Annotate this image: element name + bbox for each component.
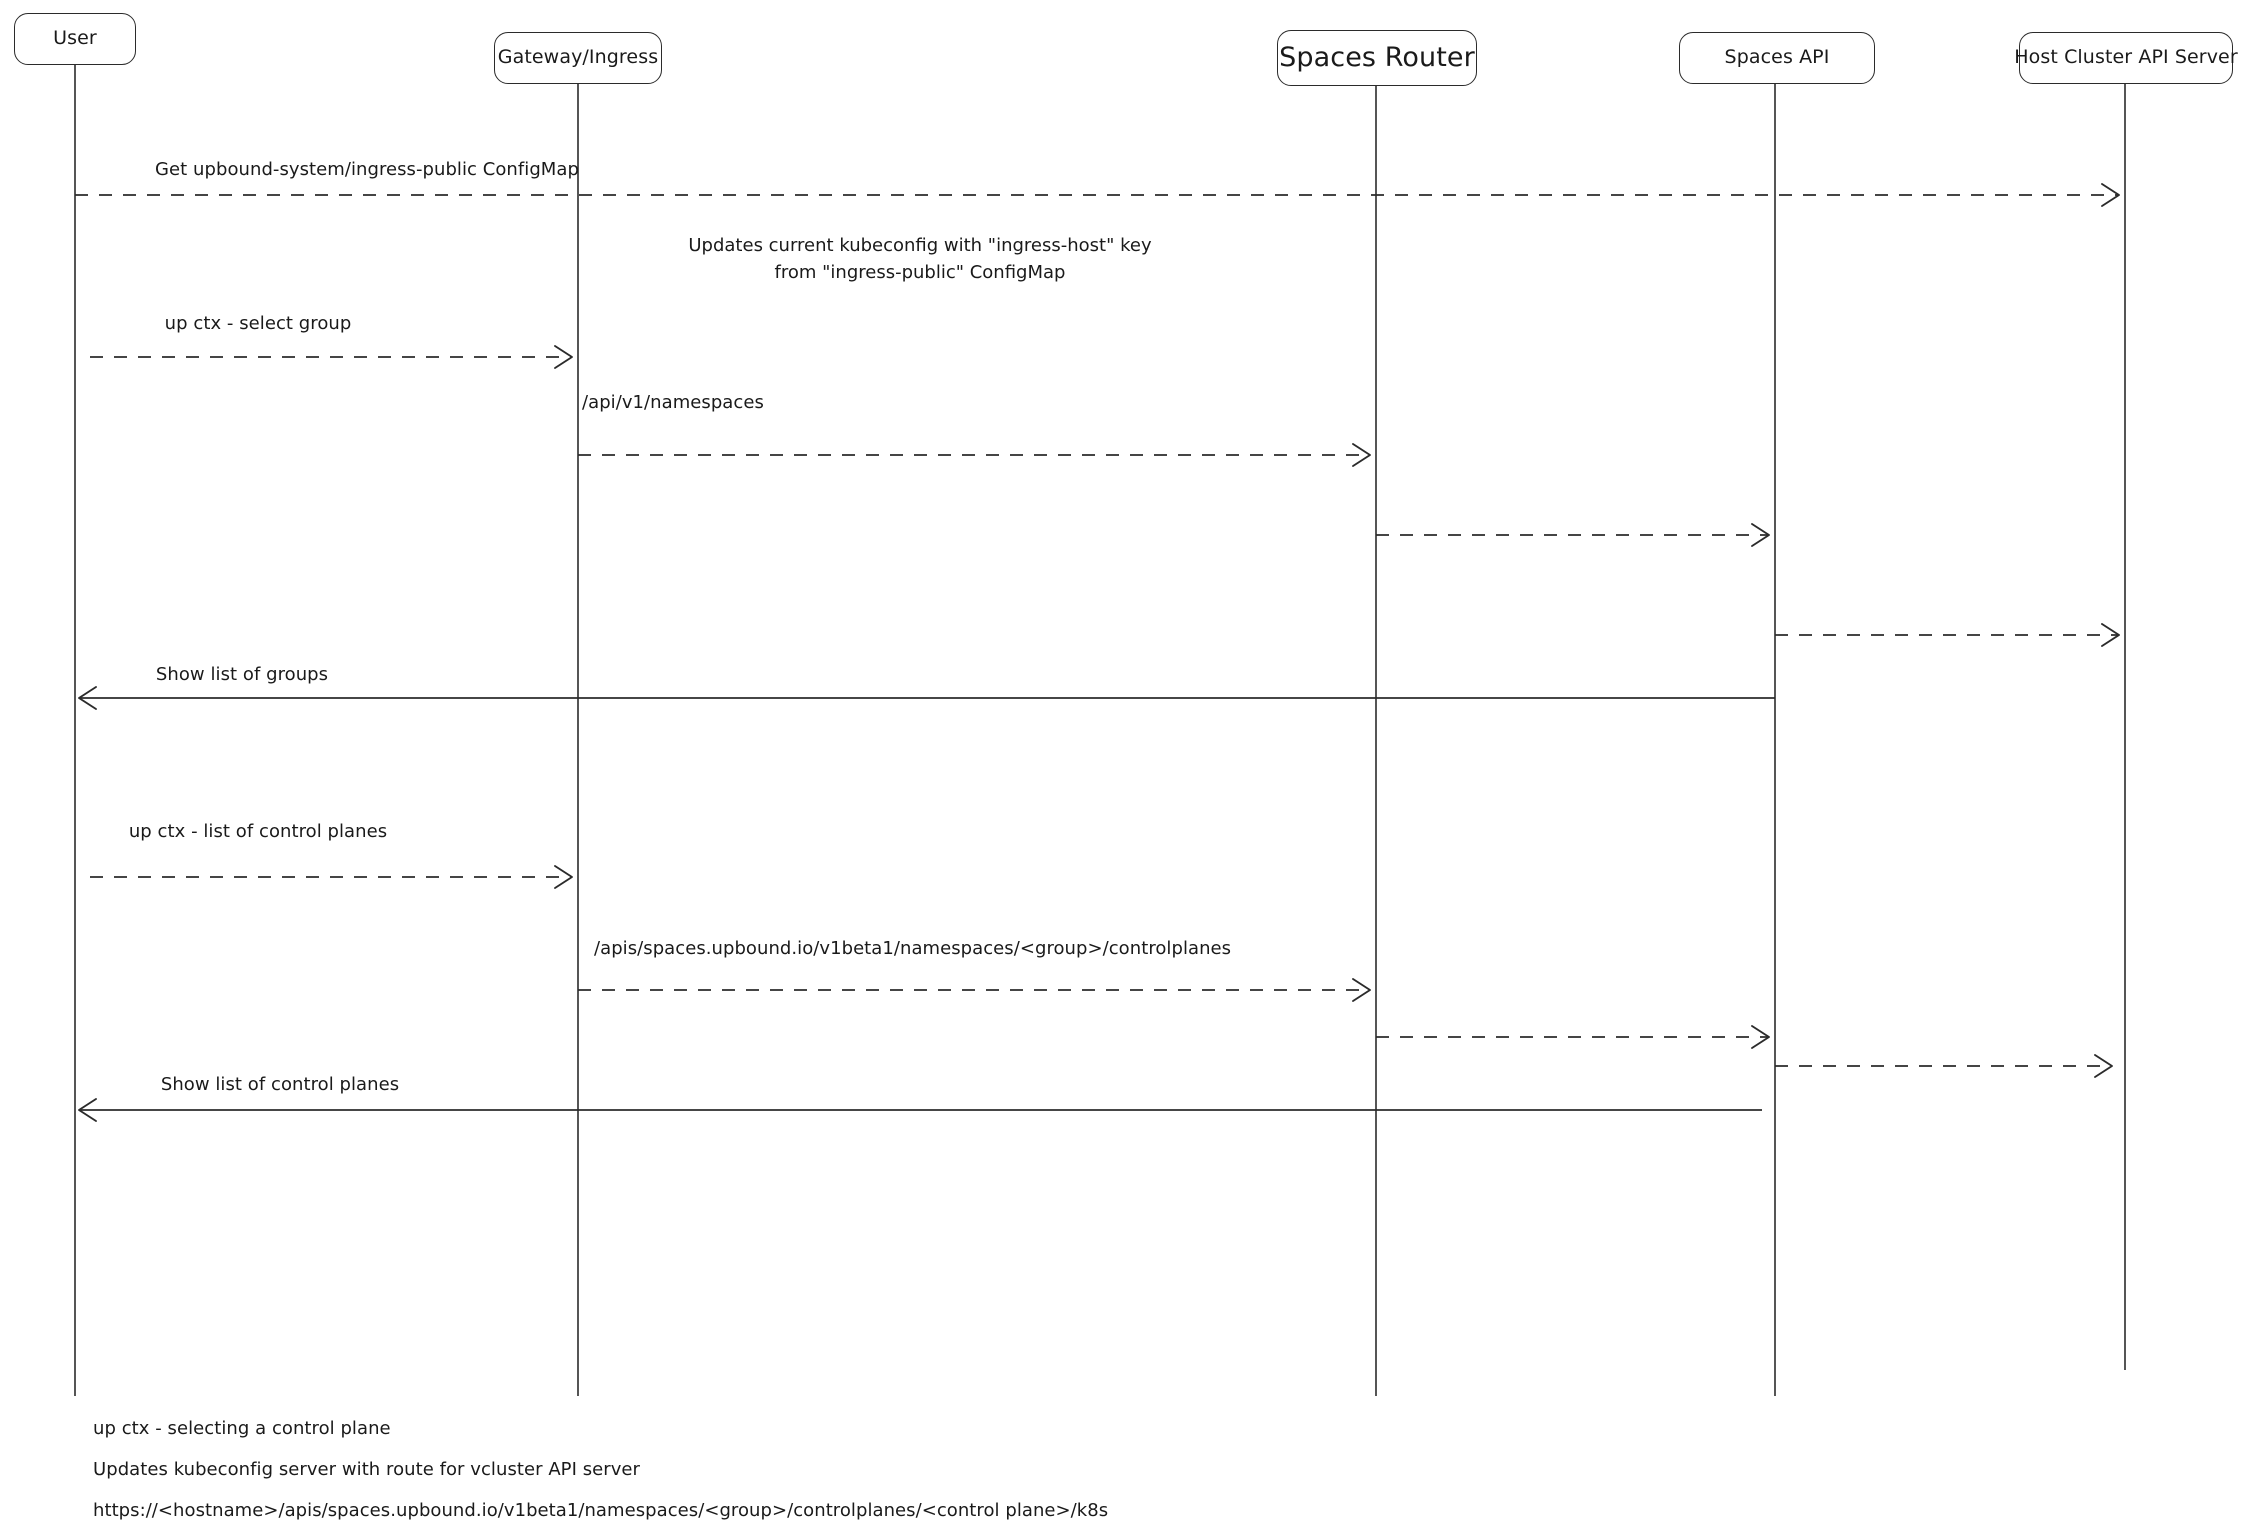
messages-group xyxy=(75,183,2120,1122)
participant-box-user[interactable]: User xyxy=(14,13,136,65)
participant-label-spaces-api: Spaces API xyxy=(1724,46,1830,69)
arrowhead-msg-router-to-spaces-api xyxy=(1751,523,1770,547)
message-label-msg-show-list-of-groups: Show list of groups xyxy=(155,664,329,685)
arrowhead-msg-router-to-spaces-api-2 xyxy=(1751,1025,1770,1049)
arrowhead-msg-spaces-api-to-host xyxy=(2101,623,2120,647)
arrowhead-msg-show-list-of-control-planes xyxy=(78,1098,97,1122)
participant-label-host-cluster: Host Cluster API Server xyxy=(2014,46,2238,69)
participant-box-spaces-router[interactable]: Spaces Router xyxy=(1277,30,1477,86)
note-line: from "ingress-public" ConfigMap xyxy=(774,262,1066,283)
arrowhead-msg-api-v1-namespaces xyxy=(1352,443,1371,467)
message-label-msg-up-ctx-list-control-planes: up ctx - list of control planes xyxy=(128,821,388,842)
note-line: Updates current kubeconfig with "ingress… xyxy=(688,235,1152,256)
message-label-msg-show-list-of-control-planes: Show list of control planes xyxy=(160,1074,400,1095)
arrowhead-msg-get-configmap xyxy=(2101,183,2120,207)
footnote-up-ctx-select-control-plane: up ctx - selecting a control plane xyxy=(93,1418,391,1439)
participant-box-host-cluster[interactable]: Host Cluster API Server xyxy=(2014,32,2238,84)
participant-box-spaces-api[interactable]: Spaces API xyxy=(1679,32,1875,84)
note-note-kubeconfig-update: Updates current kubeconfig with "ingress… xyxy=(688,232,1151,286)
participant-box-gateway[interactable]: Gateway/Ingress xyxy=(494,32,662,84)
footnote-k8s-url: https://<hostname>/apis/spaces.upbound.i… xyxy=(93,1500,1109,1521)
message-label-msg-controlplanes-path: /apis/spaces.upbound.io/v1beta1/namespac… xyxy=(594,938,1232,959)
arrowhead-msg-controlplanes-path xyxy=(1352,978,1371,1002)
participant-label-user: User xyxy=(53,27,97,50)
arrowhead-msg-show-list-of-groups xyxy=(78,686,97,710)
participant-label-spaces-router: Spaces Router xyxy=(1279,42,1475,74)
arrowhead-msg-up-ctx-list-control-planes xyxy=(554,865,573,889)
lifelines-group xyxy=(74,65,2126,1396)
arrowhead-msg-up-ctx-select-group xyxy=(554,345,573,369)
message-label-msg-up-ctx-select-group: up ctx - select group xyxy=(164,313,352,334)
arrowhead-msg-spaces-api-to-host-2 xyxy=(2094,1054,2113,1078)
footnote-kubeconfig-route: Updates kubeconfig server with route for… xyxy=(93,1459,640,1480)
message-label-msg-get-configmap: Get upbound-system/ingress-public Config… xyxy=(155,159,579,180)
message-label-msg-api-v1-namespaces: /api/v1/namespaces xyxy=(582,392,764,413)
participant-label-gateway: Gateway/Ingress xyxy=(497,46,659,69)
